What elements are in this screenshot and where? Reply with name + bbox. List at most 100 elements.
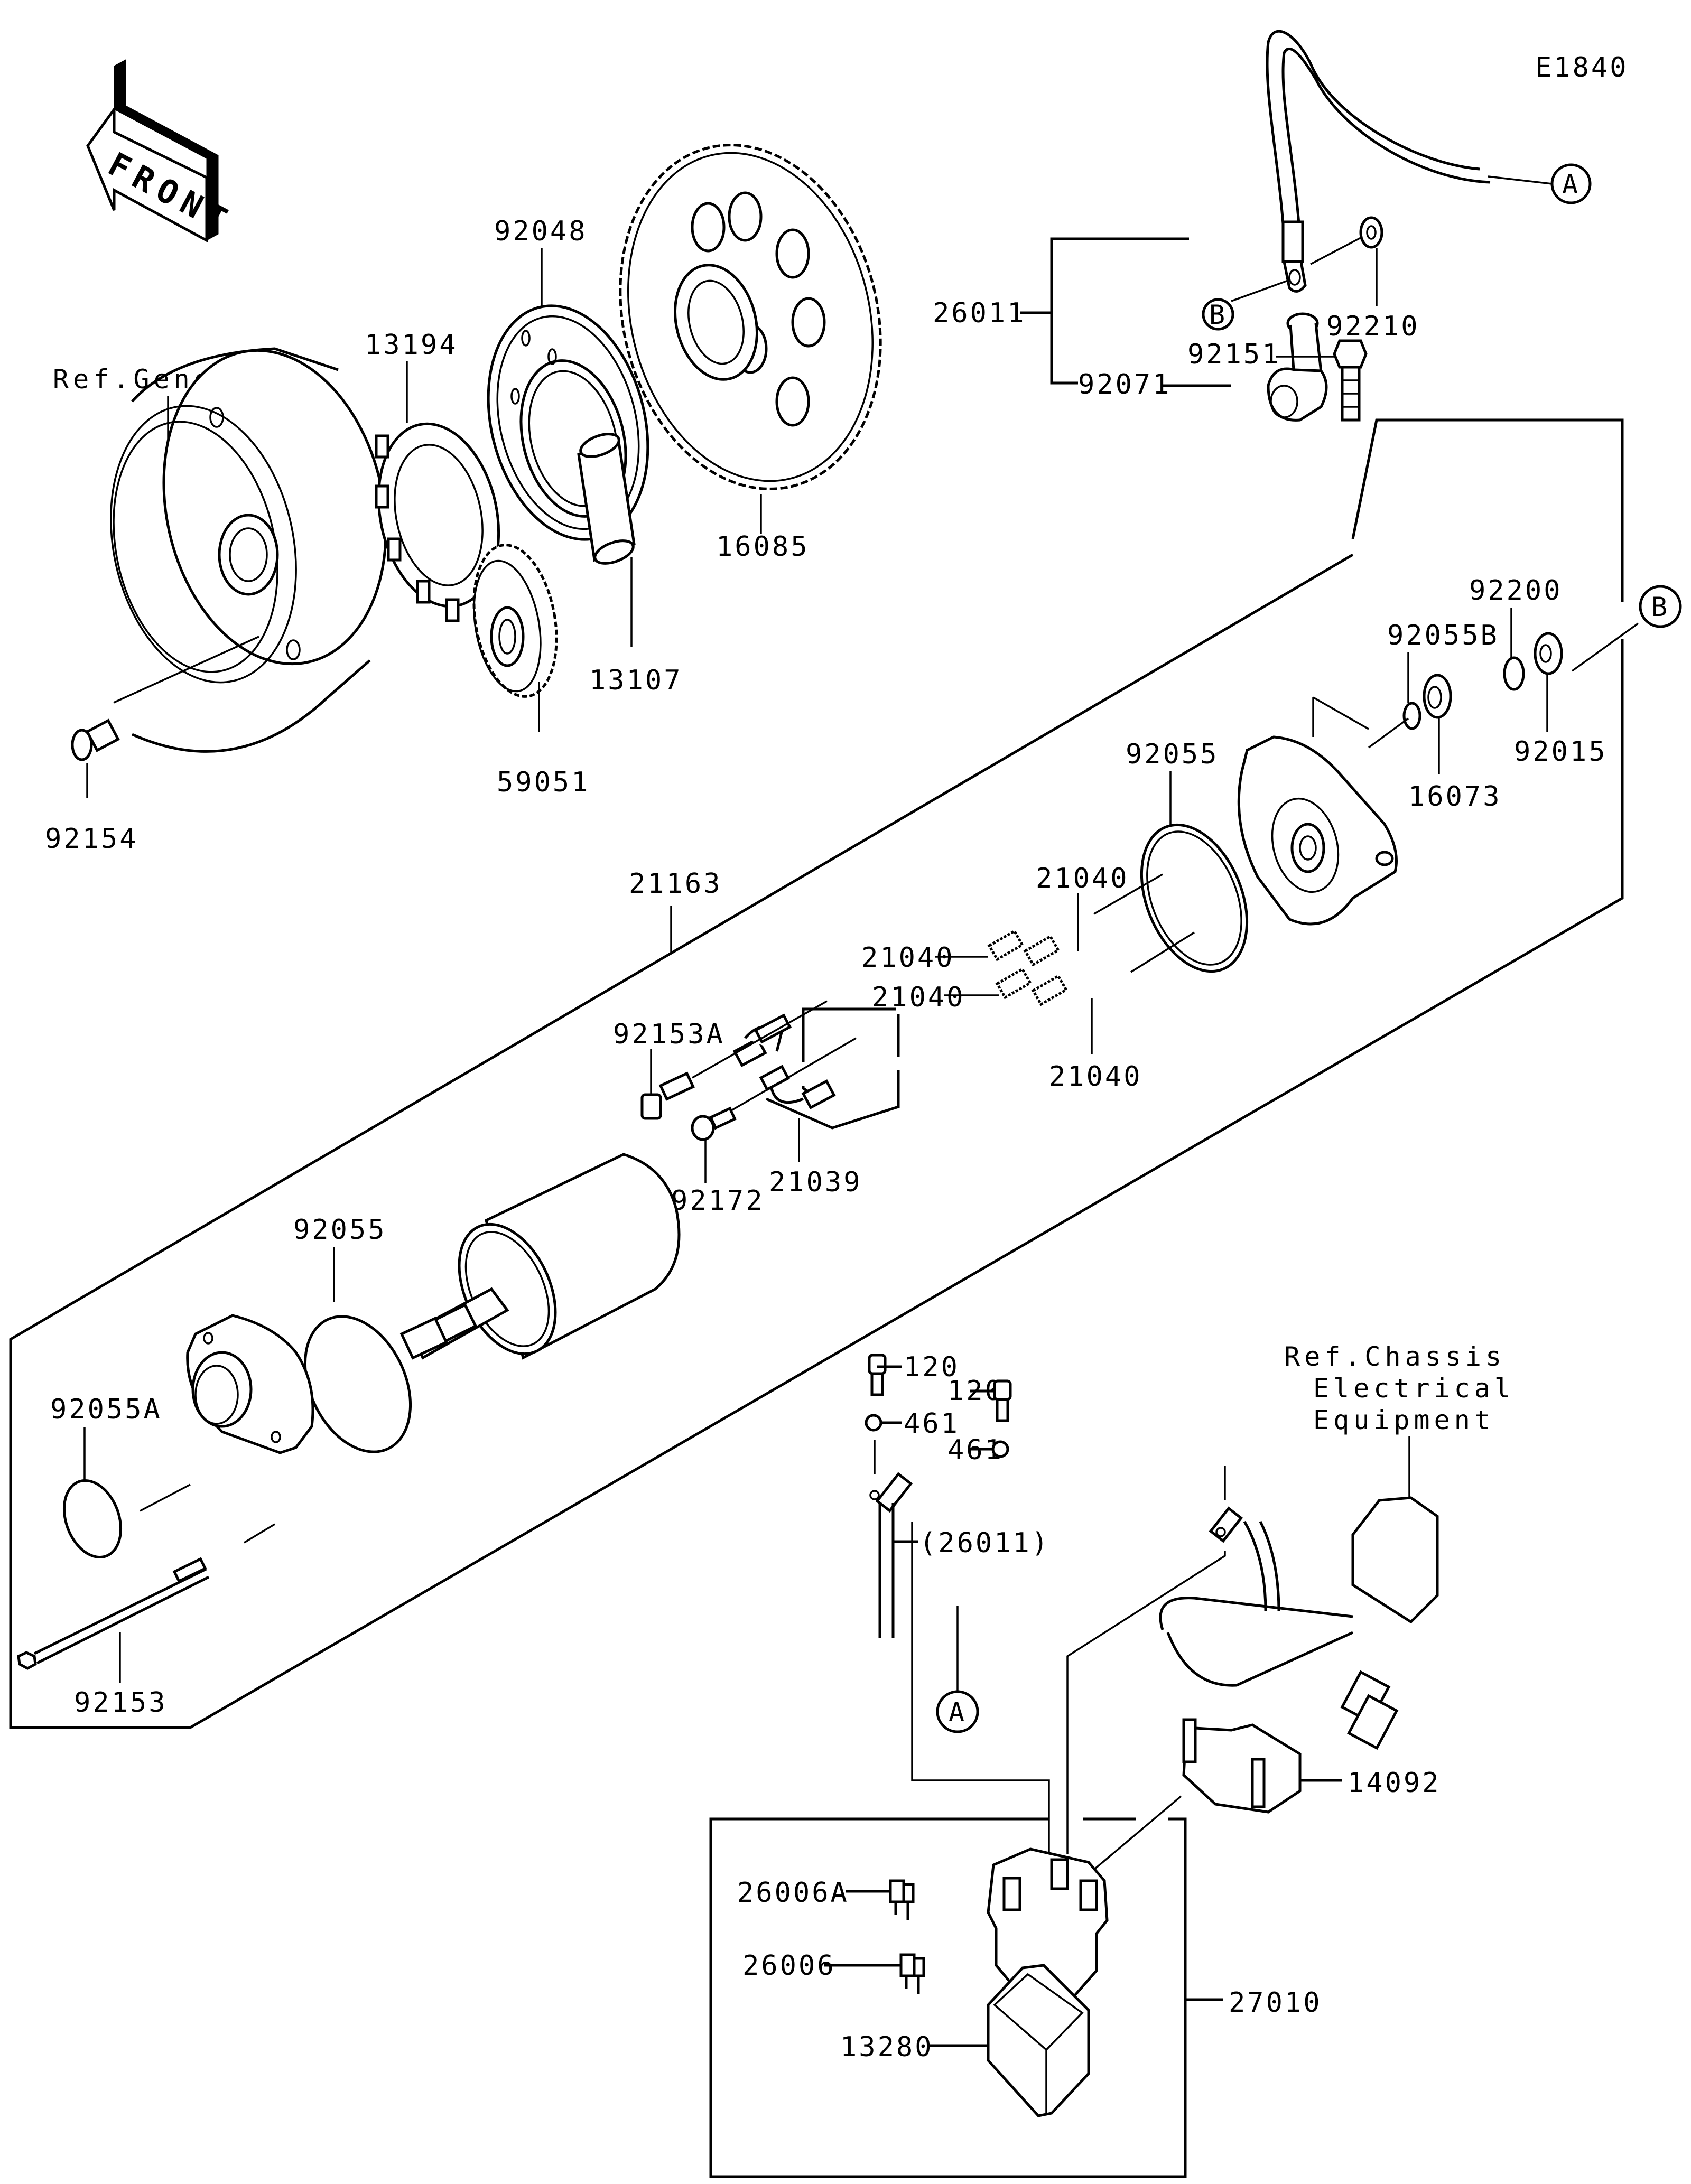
o-ring-92055B: [1402, 702, 1421, 730]
svg-text:B: B: [1651, 592, 1667, 622]
starter-yoke: [399, 1153, 681, 1360]
leader-line: [244, 1523, 275, 1544]
bolt-120-right: [993, 1379, 1012, 1422]
leader-line: [1066, 1551, 1226, 1854]
leader-line: [911, 1522, 1050, 1854]
connection-marker-b-upper: B: [1202, 298, 1234, 331]
relay-cover-14092: [1182, 1718, 1302, 1814]
part-label-14092: 14092: [1348, 1767, 1441, 1799]
leader-bracket: [765, 1070, 900, 1130]
fuse-26006: [899, 1953, 925, 1994]
part-label-92055-upper: 92055: [1126, 739, 1219, 770]
leader-line: [1368, 717, 1409, 749]
svg-text:A: A: [949, 1697, 964, 1728]
part-label-21040-bottom: 21040: [1049, 1061, 1142, 1093]
assembly-bracket-21163: [1351, 418, 1624, 602]
one-way-clutch-13194: [375, 422, 500, 622]
bolt-92153A: [640, 1071, 695, 1120]
part-label-92151: 92151: [1187, 339, 1281, 370]
part-label-92071: 92071: [1078, 369, 1172, 400]
through-bolt-92153: [17, 1557, 210, 1670]
o-ring-92055A: [62, 1479, 123, 1559]
ref-chassis-line1: Ref.Chassis: [1284, 1341, 1506, 1372]
part-label-13280: 13280: [840, 2031, 934, 2063]
connection-marker-a-top: A: [1550, 163, 1592, 204]
starter-end-cover: [1237, 696, 1398, 926]
starter-front-cover: [186, 1314, 314, 1454]
part-label-21163: 21163: [629, 868, 722, 900]
wiring-harness-connector: [1159, 1496, 1439, 1750]
part-label-92055B: 92055B: [1387, 620, 1499, 651]
o-ring-92055-upper: [1140, 823, 1249, 973]
washer-92200: [1503, 656, 1525, 691]
leader-line: [1571, 622, 1639, 672]
part-label-13107: 13107: [589, 665, 683, 696]
part-label-16085: 16085: [716, 531, 810, 563]
part-label-92153A: 92153A: [613, 1019, 725, 1050]
part-label-120-left: 120: [904, 1351, 960, 1383]
part-label-461-left: 461: [904, 1408, 960, 1440]
part-label-92153: 92153: [74, 1687, 168, 1719]
part-label-21040-top: 21040: [1036, 863, 1129, 894]
cable-terminal-26011-left: [869, 1440, 913, 1638]
part-label-26011: 26011: [933, 297, 1026, 329]
nut-92015: [1534, 632, 1563, 675]
svg-text:B: B: [1209, 300, 1225, 330]
part-label-92055-lower: 92055: [293, 1214, 387, 1246]
part-label-59051: 59051: [497, 767, 590, 798]
connection-marker-a-bottom: A: [936, 1690, 979, 1733]
part-label-92048: 92048: [494, 216, 588, 247]
part-label-21040-left-upper: 21040: [861, 942, 955, 974]
brush-holder-21039: [732, 1013, 836, 1109]
terminal-boot-92071: [1267, 312, 1328, 422]
leader-bracket: [1050, 237, 1189, 385]
shaft-13107: [577, 433, 636, 565]
washer-461-left: [865, 1414, 882, 1432]
battery-cable-26011: [1266, 30, 1491, 293]
bolt-92151: [1333, 339, 1368, 422]
leader-bracket: [802, 1007, 896, 1062]
screw-92154: [71, 636, 259, 761]
starter-gear-16085: [619, 144, 882, 490]
diagram-code: E1840: [1535, 52, 1629, 83]
ref-chassis-line2: Electrical: [1313, 1373, 1515, 1404]
front-arrow-icon: FRONT: [86, 59, 240, 243]
generator-rotor: [110, 347, 387, 753]
o-ring-inner: [1146, 830, 1242, 966]
part-label-13194: 13194: [365, 329, 458, 361]
screw-92172: [691, 1106, 737, 1141]
leader-line: [692, 1000, 828, 1079]
leader-line: [1488, 175, 1553, 185]
bolt-120-left: [868, 1354, 887, 1396]
ref-chassis-line3: Equipment: [1313, 1405, 1494, 1435]
part-label-27010: 27010: [1229, 1987, 1322, 2019]
part-label-16073: 16073: [1408, 781, 1502, 813]
leader-line: [1130, 931, 1195, 973]
collar-16073: [1423, 674, 1452, 719]
part-label-92055A: 92055A: [50, 1394, 162, 1425]
part-label-92210: 92210: [1326, 311, 1420, 342]
nut-92210: [1310, 216, 1383, 265]
relay-kit-bracket-27010: [709, 1817, 1187, 2178]
brush-springs-21040: [987, 929, 1069, 1006]
cable-terminal-right: [1209, 1466, 1280, 1612]
part-label-21039: 21039: [769, 1166, 862, 1198]
relay-case-13280: [987, 1964, 1090, 2117]
part-label-26006A: 26006A: [737, 1877, 849, 1909]
assembly-bracket-21163-outline: [9, 553, 1624, 1729]
svg-text:A: A: [1562, 169, 1578, 200]
washer-461-right: [991, 1440, 1009, 1458]
idle-gear-59051: [472, 544, 558, 698]
part-label-92200: 92200: [1469, 575, 1563, 606]
part-label-26011-ref: (26011): [919, 1527, 1050, 1559]
o-ring-92055-lower: [303, 1315, 412, 1453]
leader-line: [1093, 873, 1163, 915]
part-label-26006: 26006: [742, 1950, 836, 1982]
part-label-92015: 92015: [1514, 736, 1608, 768]
leader-line: [140, 1483, 191, 1512]
leader-line: [1231, 279, 1290, 302]
part-label-92172: 92172: [671, 1185, 765, 1217]
connection-marker-b-right: B: [1639, 585, 1682, 628]
leader-line: [723, 1037, 857, 1116]
